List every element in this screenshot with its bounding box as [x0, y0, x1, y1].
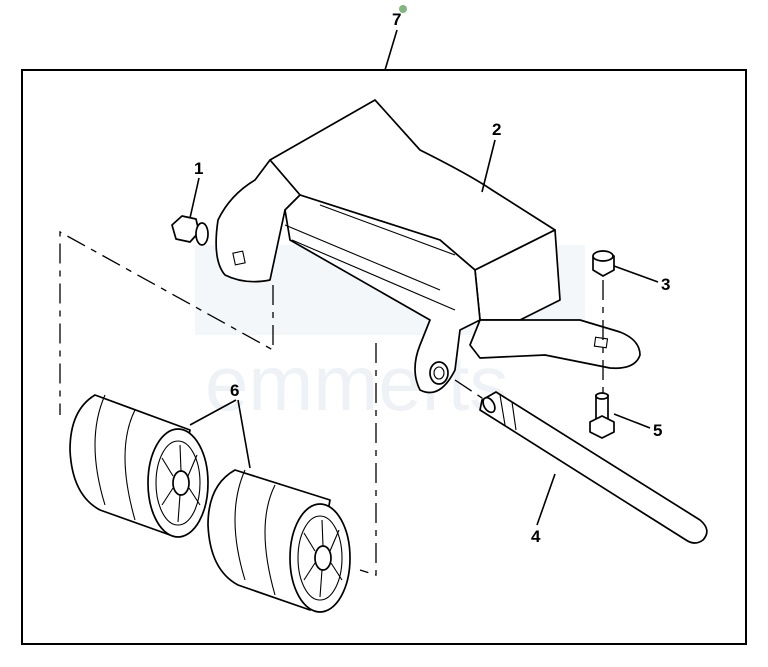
leader-lines	[189, 139, 659, 526]
pin-part-4	[479, 391, 708, 544]
bolt-part-5	[589, 392, 615, 439]
assembly-dash-lines	[59, 230, 377, 576]
callout-5: 5	[653, 421, 662, 440]
callout-3: 3	[661, 275, 670, 294]
nut-part-1	[171, 215, 209, 246]
roller-right	[207, 469, 351, 613]
callout-1: 1	[194, 159, 203, 178]
callout-7: 7	[392, 10, 401, 29]
bracket-part	[215, 99, 641, 394]
callout-6: 6	[230, 381, 239, 400]
diagram-frame	[21, 69, 747, 645]
roller-left	[69, 394, 209, 538]
marker-dot	[399, 5, 407, 13]
leader-7	[384, 29, 398, 71]
callout-4: 4	[531, 527, 541, 546]
callout-2: 2	[492, 120, 501, 139]
nut-part-3	[592, 250, 615, 277]
watermark-text: emmerts	[205, 339, 508, 427]
pin-axis-line	[454, 379, 486, 401]
